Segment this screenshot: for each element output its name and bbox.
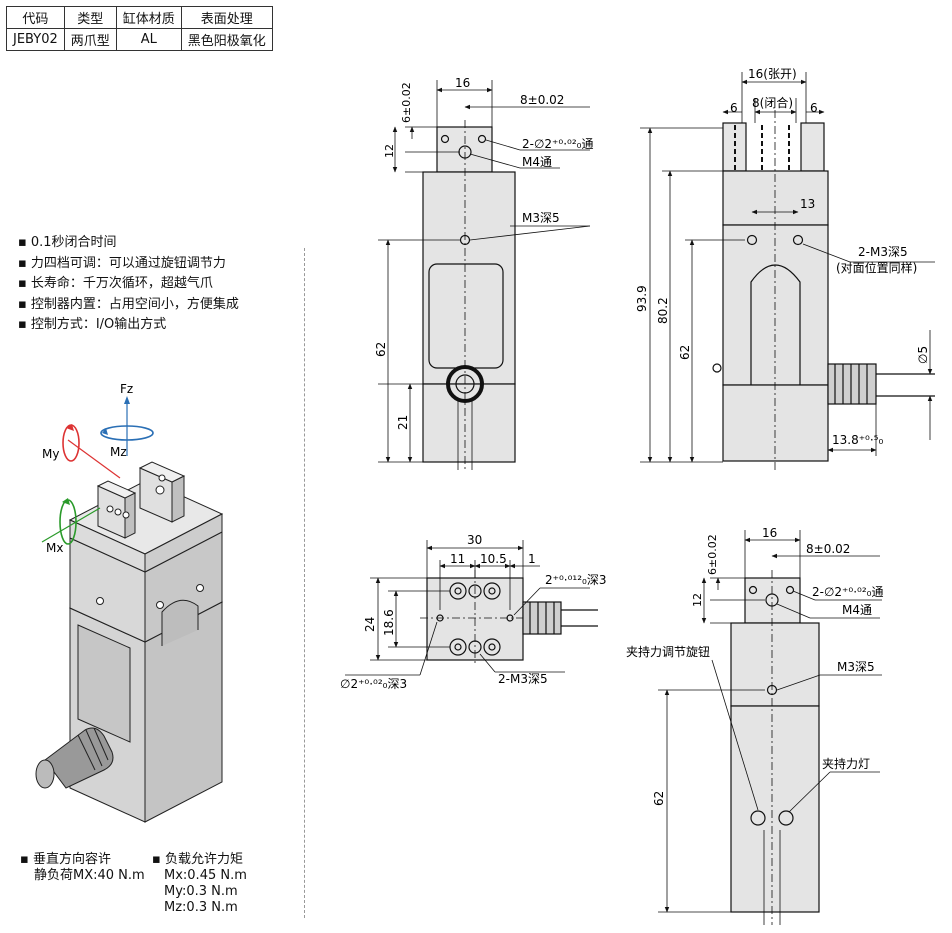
back-hole-label: 2-∅2⁺⁰·⁰²₀通: [812, 585, 883, 599]
side-dim-13-8: 13.8⁺⁰·⁵₀: [832, 433, 883, 447]
cell-surface: 黑色阳极氧化: [180, 28, 273, 51]
top-dim-1: 1: [528, 552, 536, 566]
front-view-dimensions: [378, 80, 591, 463]
axis-mx-label: Mx: [46, 541, 63, 555]
top-dim-18-6: 18.6: [382, 609, 396, 636]
moment-title: 负载允许力矩: [164, 852, 243, 867]
front-dim-12: 12: [383, 144, 396, 158]
static-load-block: ▪ 垂直方向容许 静负荷MX:40 N.m: [20, 852, 145, 883]
side-m3-label: 2-M3深5: [858, 245, 908, 259]
side-dim-93-9: 93.9: [635, 285, 649, 312]
back-view-drawing: [730, 570, 820, 925]
axis-fz-label: Fz: [120, 382, 133, 396]
back-dim-8: 8±0.02: [806, 542, 850, 556]
top-dim-11: 11: [450, 552, 465, 566]
side-m3-note: (对面位置同样): [836, 260, 917, 275]
front-dim-16: 16: [455, 76, 470, 90]
top-dim-24: 24: [363, 617, 377, 632]
isometric-gripper-image: [35, 461, 224, 823]
back-dim-16: 16: [762, 526, 777, 540]
back-m4-label: M4通: [842, 603, 872, 617]
spec-table: 代码 类型 缸体材质 表面处理 JEBY02 两爪型 AL 黑色阳极氧化: [6, 6, 273, 51]
top-pin2-label: ∅2⁺⁰·⁰²₀深3: [340, 677, 407, 691]
side-dim-open: 16(张开): [748, 67, 797, 81]
moment-mz: Mz:0.3 N.m: [164, 900, 238, 915]
side-dim-80-2: 80.2: [656, 297, 670, 324]
axis-my-label: My: [42, 447, 59, 461]
front-m4-label: M4通: [522, 155, 552, 169]
side-dim-62: 62: [678, 345, 692, 360]
feature-item: 控制方式：I/O输出方式: [18, 315, 239, 336]
moment-mx: Mx:0.45 N.m: [164, 868, 247, 883]
feature-item: 0.1秒闭合时间: [18, 233, 239, 254]
front-dim-62: 62: [374, 342, 388, 357]
side-view-drawing: [712, 110, 935, 470]
axis-indicators: [41, 396, 154, 545]
feature-item: 长寿命：千万次循环，超越气爪: [18, 274, 239, 295]
side-dim-6b: 6: [810, 101, 818, 115]
side-view-dimensions: [640, 72, 935, 463]
top-pin-label: 2⁺⁰·⁰¹²₀深3: [545, 573, 606, 587]
front-dim-8: 8±0.02: [520, 93, 564, 107]
cell-type: 两爪型: [63, 28, 117, 51]
static-load-value: 静负荷MX:40 N.m: [34, 868, 145, 883]
front-hole-label: 2-∅2⁺⁰·⁰²₀通: [522, 137, 593, 151]
moment-my: My:0.3 N.m: [164, 884, 238, 899]
side-dim-dia5: ∅5: [916, 346, 930, 364]
top-m3-label: 2-M3深5: [498, 672, 548, 686]
feature-item: 力四档可调：可以通过旋钮调节力: [18, 254, 239, 275]
back-m3-label: M3深5: [837, 660, 875, 674]
top-dim-10-5: 10.5: [480, 552, 507, 566]
cell-material: AL: [115, 28, 182, 51]
front-view-drawing: [422, 120, 516, 470]
feature-list: 0.1秒闭合时间 力四档可调：可以通过旋钮调节力 长寿命：千万次循环，超越气爪 …: [18, 233, 239, 336]
back-view-dimensions: [658, 530, 882, 913]
front-dim-21: 21: [396, 415, 410, 430]
axis-mz-label: Mz: [110, 445, 127, 459]
moment-block: ▪ 负载允许力矩 Mx:0.45 N.m My:0.3 N.m Mz:0.3 N…: [152, 852, 247, 915]
feature-item: 控制器内置：占用空间小，方便集成: [18, 295, 239, 316]
side-dim-13: 13: [800, 197, 815, 211]
section-divider: [304, 248, 305, 918]
top-view-dimensions: [345, 540, 590, 676]
top-dim-30: 30: [467, 533, 482, 547]
cell-code: JEBY02: [6, 28, 65, 51]
front-m3-label: M3深5: [522, 211, 560, 225]
back-knob-label: 夹持力调节旋钮: [626, 644, 710, 659]
side-dim-closed: 8(闭合): [752, 95, 793, 110]
static-load-title: 垂直方向容许: [32, 852, 111, 867]
top-view-drawing: [420, 570, 598, 665]
back-lamp-label: 夹持力灯: [822, 756, 870, 771]
front-dim-6: 6±0.02: [400, 82, 413, 123]
back-dim-62: 62: [652, 791, 666, 806]
back-dim-12: 12: [691, 593, 704, 607]
side-dim-6a: 6: [730, 101, 738, 115]
back-dim-6: 6±0.02: [706, 534, 719, 575]
